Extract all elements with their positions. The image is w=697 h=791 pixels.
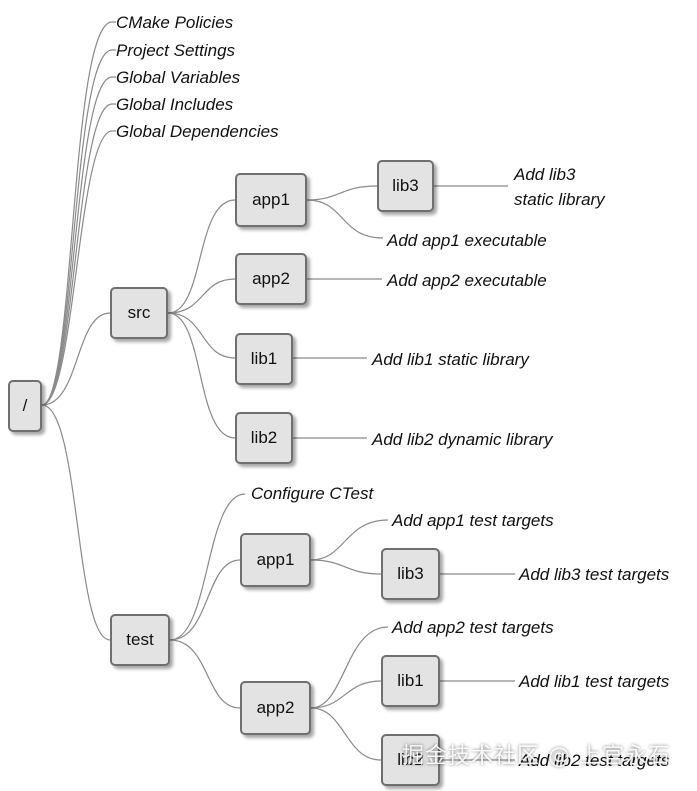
src-lib3-node[interactable]: lib3 xyxy=(377,160,434,212)
add-lib1-test-targets-label: Add lib1 test targets xyxy=(519,672,670,691)
add-lib2-test-targets-label: Add lib2 test targets xyxy=(519,751,670,770)
project-settings-label: Project Settings xyxy=(116,41,236,60)
test-lib1-node[interactable]: lib1 xyxy=(381,655,440,707)
src-lib2-node-label: lib2 xyxy=(250,428,278,447)
src-app1-node[interactable]: app1 xyxy=(235,173,307,227)
src-node[interactable]: src xyxy=(110,287,168,339)
test-lib3-node-label: lib3 xyxy=(397,564,424,583)
add-lib3-static-label-line1: Add lib3 xyxy=(514,165,576,184)
add-lib3-test-targets-label: Add lib3 test targets xyxy=(519,565,670,584)
root-node-label: / xyxy=(22,396,28,415)
cmake-policies-label: CMake Policies xyxy=(116,13,234,32)
add-app2-test-targets-label: Add app2 test targets xyxy=(392,618,554,637)
test-lib2-node-label: lib2 xyxy=(397,750,424,769)
src-app1-node-label: app1 xyxy=(252,190,290,209)
add-lib1-static-label: Add lib1 static library xyxy=(372,350,529,369)
test-app1-node-label: app1 xyxy=(256,550,295,569)
test-app2-node[interactable]: app2 xyxy=(240,681,311,735)
test-lib1-node-label: lib1 xyxy=(397,671,424,690)
global-includes-label: Global Includes xyxy=(116,95,234,114)
src-lib1-node-label: lib1 xyxy=(250,349,278,368)
add-lib3-static-label-line2: static library xyxy=(514,190,605,209)
add-app1-test-targets-label: Add app1 test targets xyxy=(392,511,554,530)
global-dependencies-label: Global Dependencies xyxy=(116,122,279,141)
test-node-label: test xyxy=(126,630,154,649)
global-variables-label: Global Variables xyxy=(116,68,241,87)
src-lib3-node-label: lib3 xyxy=(392,176,419,195)
add-app2-executable-label: Add app2 executable xyxy=(387,271,547,290)
src-app2-node-label: app2 xyxy=(252,269,290,288)
test-lib3-node[interactable]: lib3 xyxy=(381,548,440,600)
test-app1-node[interactable]: app1 xyxy=(240,533,311,587)
test-app2-node-label: app2 xyxy=(256,698,295,717)
root-node[interactable]: / xyxy=(8,380,42,432)
add-lib2-dynamic-label: Add lib2 dynamic library xyxy=(372,430,553,449)
src-lib2-node[interactable]: lib2 xyxy=(235,412,293,464)
configure-ctest-label: Configure CTest xyxy=(251,484,374,503)
add-app1-executable-label: Add app1 executable xyxy=(387,231,547,250)
src-app2-node[interactable]: app2 xyxy=(235,253,307,305)
test-lib2-node[interactable]: lib2 xyxy=(381,734,440,786)
src-node-label: src xyxy=(127,303,151,322)
src-lib1-node[interactable]: lib1 xyxy=(235,333,293,385)
test-node[interactable]: test xyxy=(110,614,170,666)
watermark-text: 掘金技术社区 @ 上官永石 xyxy=(402,744,671,769)
